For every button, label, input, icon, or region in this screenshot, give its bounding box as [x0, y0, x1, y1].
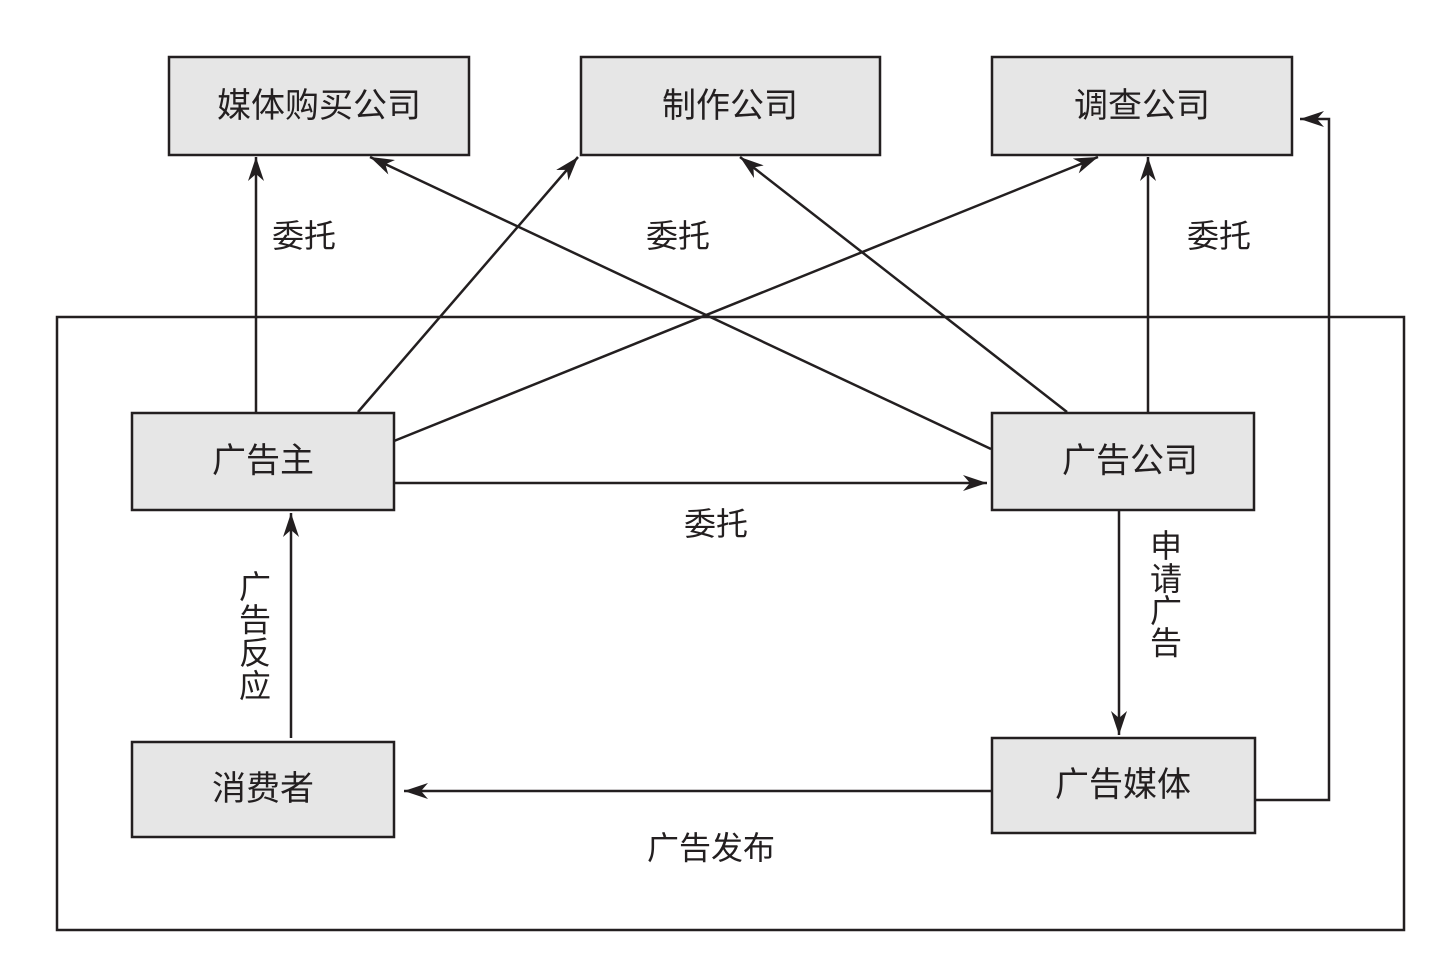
- node-agency-label: 广告公司: [1062, 441, 1198, 481]
- label-apply-ad: 申 请 广 告: [1150, 527, 1182, 662]
- node-media-buying-box: [167, 55, 471, 157]
- node-consumer-label: 消费者: [212, 769, 314, 809]
- arrow-agency-to-media-buying: [369, 155, 992, 451]
- label-entrust-center: 委托: [684, 505, 748, 543]
- label-entrust-left: 委托: [272, 217, 336, 255]
- arrow-advertiser-to-research: [393, 155, 1099, 443]
- node-research-box: [990, 55, 1294, 157]
- label-ad-response: 广 告 反 应: [239, 568, 271, 705]
- label-ad-response-char: 反: [239, 634, 271, 672]
- label-entrust-right: 委托: [1187, 217, 1251, 255]
- node-media-label: 广告媒体: [1055, 765, 1191, 805]
- node-agency: 广告公司: [990, 411, 1256, 512]
- node-advertiser-box: [130, 411, 396, 512]
- node-media: 广告媒体: [990, 736, 1257, 835]
- label-entrust-middle: 委托: [646, 217, 710, 255]
- arrow-media-to-research: [1256, 111, 1331, 802]
- node-production: 制作公司: [579, 55, 882, 157]
- node-advertiser-label: 广告主: [212, 441, 314, 481]
- label-apply-ad-char: 广: [1150, 592, 1182, 630]
- node-media-box: [990, 736, 1257, 835]
- node-agency-box: [990, 411, 1256, 512]
- node-media-buying-label: 媒体购买公司: [217, 86, 421, 126]
- node-consumer-box: [130, 740, 396, 839]
- outer-frame: [55, 315, 1406, 932]
- node-research-label: 调查公司: [1074, 86, 1210, 126]
- node-research: 调查公司: [990, 55, 1294, 157]
- label-ad-response-char: 广: [239, 568, 271, 606]
- label-apply-ad-char: 告: [1150, 624, 1182, 662]
- arrow-advertiser-to-production: [357, 156, 579, 413]
- label-ad-response-char: 告: [239, 601, 271, 639]
- label-apply-ad-char: 请: [1150, 560, 1182, 598]
- node-production-box: [579, 55, 882, 157]
- label-ad-response-char: 应: [239, 667, 271, 705]
- node-consumer: 消费者: [130, 740, 396, 839]
- label-apply-ad-char: 申: [1150, 527, 1182, 565]
- node-advertiser: 广告主: [130, 411, 396, 512]
- label-ad-publish: 广告发布: [647, 829, 775, 867]
- node-production-label: 制作公司: [662, 86, 798, 126]
- node-media-buying: 媒体购买公司: [167, 55, 471, 157]
- arrow-agency-to-production: [739, 156, 1068, 413]
